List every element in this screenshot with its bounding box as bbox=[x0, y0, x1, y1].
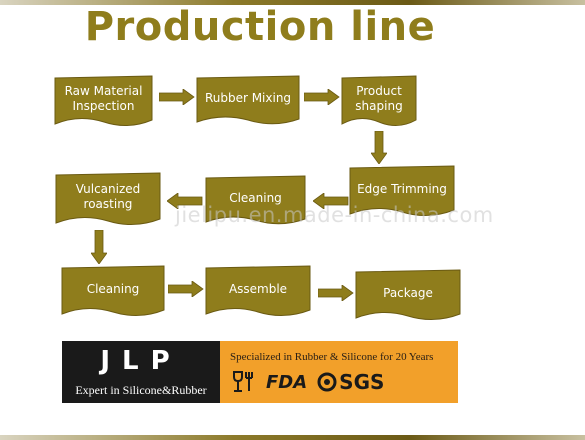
step-shape bbox=[349, 165, 455, 216]
arrow-down-icon bbox=[91, 230, 107, 264]
fda-logo: FDA bbox=[266, 371, 308, 393]
step-label: Cleaning bbox=[86, 281, 140, 296]
step-assemble: Assemble bbox=[205, 265, 311, 318]
step-shape bbox=[61, 265, 165, 316]
step-shape bbox=[355, 269, 461, 320]
company-logo: JLP bbox=[100, 346, 182, 376]
step-edge-trimming: Edge Trimming bbox=[349, 165, 455, 218]
specialized-text: Specialized in Rubber & Silicone for 20 … bbox=[230, 351, 434, 363]
step-shape bbox=[196, 75, 300, 125]
arrow-right-icon bbox=[168, 281, 204, 297]
step-shape bbox=[205, 265, 311, 316]
step-package: Package bbox=[355, 269, 461, 322]
arrow-right-icon bbox=[159, 89, 195, 105]
step-rubber-mixing: Rubber Mixing bbox=[196, 75, 300, 126]
step-shape bbox=[54, 75, 153, 126]
step-shape bbox=[205, 175, 306, 225]
step-shape bbox=[55, 172, 161, 225]
watermark-text: jielipu.en.made-in-china.com bbox=[175, 203, 494, 227]
glass-fork-icon bbox=[233, 371, 253, 392]
arrow-right-icon bbox=[304, 89, 340, 105]
step-cleaning-1: Cleaning bbox=[205, 175, 306, 226]
banner-info-panel: Specialized in Rubber & Silicone for 20 … bbox=[220, 341, 458, 403]
company-tagline: Expert in Silicone&Rubber bbox=[75, 383, 207, 397]
arrow-left-icon bbox=[167, 193, 203, 209]
arrow-right-icon bbox=[318, 285, 354, 301]
step-label: Assemble bbox=[228, 281, 288, 296]
arrow-down-icon bbox=[371, 131, 387, 164]
sgs-logo-icon bbox=[317, 372, 337, 392]
step-label: Cleaning bbox=[229, 190, 282, 205]
step-label: Edge Trimming bbox=[357, 181, 447, 196]
bottom-border-bar bbox=[0, 435, 585, 440]
company-banner: JLP Expert in Silicone&Rubber Specialize… bbox=[62, 341, 458, 403]
step-raw-material-inspection: Raw Material Inspection bbox=[54, 75, 153, 128]
step-label: Package bbox=[383, 285, 433, 300]
certification-row: FDA SGS bbox=[232, 370, 384, 394]
step-shape bbox=[341, 75, 417, 126]
step-label: Raw Material Inspection bbox=[64, 84, 143, 113]
banner-logo-panel: JLP Expert in Silicone&Rubber bbox=[62, 341, 220, 403]
step-cleaning-2: Cleaning bbox=[61, 265, 165, 318]
sgs-logo-text: SGS bbox=[339, 370, 385, 394]
step-product-shaping: Product shaping bbox=[341, 75, 417, 128]
step-vulcanized-roasting: Vulcanized roasting bbox=[55, 172, 161, 227]
top-border-bar bbox=[0, 0, 585, 5]
step-label: Rubber Mixing bbox=[204, 90, 292, 105]
step-label: Vulcanized roasting bbox=[75, 182, 141, 211]
page-title: Production line bbox=[84, 4, 436, 50]
arrow-left-icon bbox=[313, 193, 349, 209]
step-label: Product shaping bbox=[355, 84, 403, 113]
